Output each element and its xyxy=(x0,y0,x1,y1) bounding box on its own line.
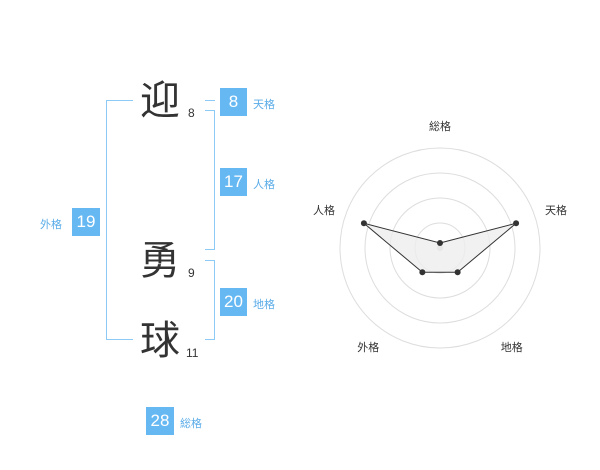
name-char-1: 迎 xyxy=(140,78,180,124)
name-char-3: 球 xyxy=(140,318,180,364)
jinkaku-value: 17 xyxy=(220,168,247,196)
radar-axis-label-2: 天格 xyxy=(545,204,568,218)
radar-point-3 xyxy=(454,269,461,276)
radar-axis-label-5: 人格 xyxy=(312,204,335,218)
radar-point-1 xyxy=(437,240,443,246)
tenkaku-value: 8 xyxy=(220,88,247,116)
gaikaku-value: 19 xyxy=(72,208,100,236)
jinkaku-label: 人格 xyxy=(253,178,275,191)
radar-ring xyxy=(364,172,516,324)
stroke-count-1: 8 xyxy=(188,106,195,120)
radar-axis-label-1: 総格 xyxy=(429,120,451,133)
gaikaku-label: 外格 xyxy=(40,218,62,231)
radar-axis-label-4: 外格 xyxy=(357,340,380,354)
stroke-count-3: 11 xyxy=(186,346,199,360)
gaikaku-bracket xyxy=(106,100,133,340)
chikaku-label: 地格 xyxy=(253,298,275,311)
jinkaku-bracket xyxy=(205,110,215,250)
radar-ring xyxy=(339,147,541,349)
tenkaku-bracket xyxy=(205,100,215,101)
radar-series-area xyxy=(363,222,517,273)
radar-point-5 xyxy=(360,220,367,227)
soukaku-label: 総格 xyxy=(180,417,202,430)
chikaku-bracket xyxy=(205,260,215,340)
radar-point-4 xyxy=(419,269,426,276)
soukaku-value: 28 xyxy=(146,407,174,435)
stroke-count-2: 9 xyxy=(188,266,195,280)
name-char-2: 勇 xyxy=(140,238,180,284)
radar-axis-label-3: 地格 xyxy=(500,340,523,354)
radar-ring xyxy=(389,197,491,299)
radar-point-2 xyxy=(513,220,520,227)
tenkaku-label: 天格 xyxy=(253,98,275,111)
chikaku-value: 20 xyxy=(220,288,247,316)
